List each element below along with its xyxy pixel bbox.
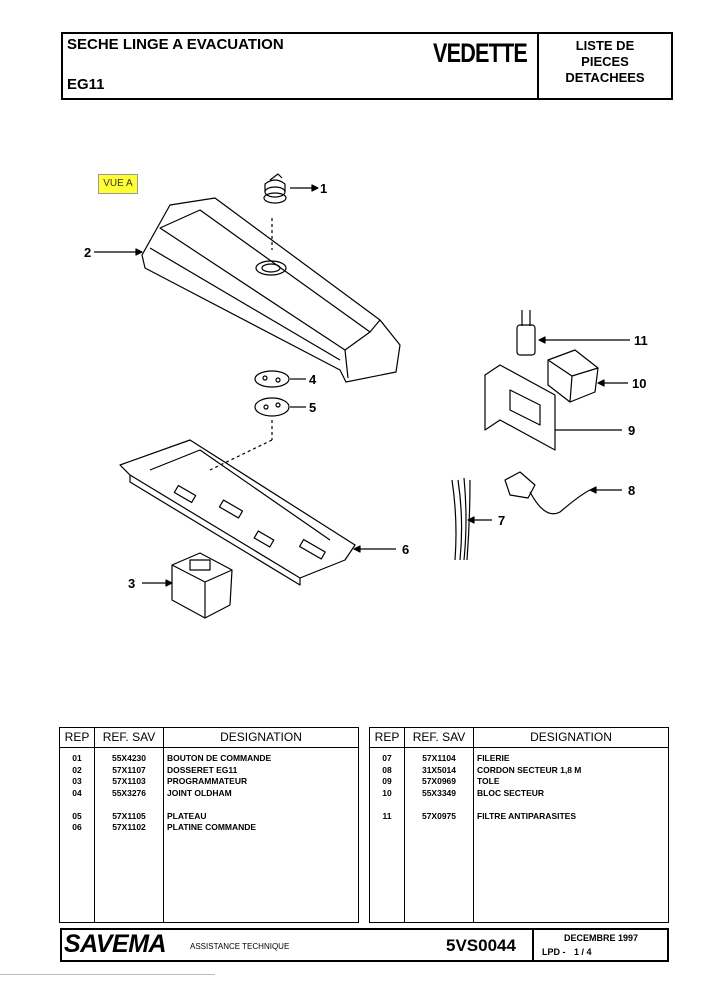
table-cell-ref: 57X1104 <box>422 753 456 763</box>
table-cell-designation: CORDON SECTEUR 1,8 M <box>477 764 582 775</box>
table-cell-rep: 05 <box>72 810 82 821</box>
service-name: ASSISTANCE TECHNIQUE <box>190 942 290 951</box>
table-cell-rep <box>370 799 404 811</box>
callout-2: 2 <box>84 245 92 260</box>
callout-5: 5 <box>309 400 317 415</box>
callout-11: 11 <box>634 333 648 348</box>
table-cell-designation: BOUTON DE COMMANDE <box>167 753 272 763</box>
table-cell-ref: 31X5014 <box>421 764 457 775</box>
table-cell-rep: 06 <box>72 822 82 832</box>
document-header: SECHE LINGE A EVACUATION EG11 VEDETTE LI… <box>61 32 673 100</box>
header-rep: REP <box>374 730 400 744</box>
wire-harness-part <box>451 477 471 561</box>
header-designation: DESIGNATION <box>530 730 612 744</box>
table-cell-designation: JOINT OLDHAM <box>167 787 232 798</box>
table-cell-designation: FILERIE <box>477 753 510 763</box>
table-cell-rep: 07 <box>382 753 392 763</box>
table-cell-designation: PROGRAMMATEUR <box>167 776 248 786</box>
table-cell-designation: BLOC SECTEUR <box>477 787 545 798</box>
table-cell-designation: DOSSERET EG11 <box>167 764 238 775</box>
lpd-label: LPD - <box>542 947 566 957</box>
callout-9: 9 <box>628 423 636 438</box>
table-cell-ref: 57X1107 <box>112 764 146 775</box>
table-cell-ref <box>405 799 473 811</box>
page-indicator: LPD - 1 / 4 <box>542 947 592 957</box>
table-cell-rep: 01 <box>72 753 82 763</box>
table-cell-rep: 09 <box>382 776 392 786</box>
document-type-line: PIECES <box>581 54 629 69</box>
table-cell-ref: 57X1102 <box>112 822 146 832</box>
callout-6: 6 <box>402 542 410 557</box>
callout-1: 1 <box>320 181 328 196</box>
control-board-part <box>119 439 356 586</box>
table-cell-ref: 57X0975 <box>421 810 457 821</box>
callout-10: 10 <box>632 376 647 391</box>
power-cord-part <box>504 471 591 515</box>
filter-part <box>516 310 536 356</box>
backsplash-part <box>141 197 401 383</box>
view-label: VUE A <box>98 174 138 194</box>
model-number: EG11 <box>67 76 105 93</box>
table-cell-ref: 55X3349 <box>421 787 457 798</box>
page-number: 1 / 4 <box>574 947 592 957</box>
table-cell-ref: 57X1105 <box>112 810 146 821</box>
document-reference: 5VS0044 <box>446 936 516 955</box>
table-cell-ref: 57X0969 <box>421 776 457 786</box>
document-date: DECEMBRE 1997 <box>563 933 639 943</box>
table-cell-rep: 11 <box>382 810 392 821</box>
header-designation: DESIGNATION <box>220 730 302 744</box>
document-type: LISTE DE PIECES DETACHEES <box>541 38 669 86</box>
callout-8: 8 <box>628 483 636 498</box>
header-ref: REF. SAV <box>412 730 466 744</box>
table-cell-designation: PLATINE COMMANDE <box>167 822 257 832</box>
company-logo: SAVEMA <box>64 930 167 958</box>
table-cell-rep: 10 <box>382 787 392 798</box>
table-cell-designation <box>477 799 667 811</box>
table-cell-designation: PLATEAU <box>167 810 207 821</box>
oldham-joint-part <box>254 370 290 388</box>
header-ref: REF. SAV <box>102 730 156 744</box>
metal-plate-part <box>484 364 556 451</box>
table-cell-rep <box>60 799 94 811</box>
mains-block-part <box>547 349 599 403</box>
table-cell-ref <box>95 799 163 811</box>
footer-divider <box>532 930 534 960</box>
document-title: SECHE LINGE A EVACUATION <box>67 36 284 53</box>
document-type-line: DETACHEES <box>565 70 645 85</box>
page-rule <box>0 974 215 975</box>
table-cell-rep: 03 <box>72 776 82 786</box>
table-cell-rep: 04 <box>72 787 82 798</box>
table-cell-rep: 02 <box>72 764 82 775</box>
table-cell-ref: 55X3276 <box>111 787 147 798</box>
callout-7: 7 <box>498 513 506 528</box>
programmer-disc-part <box>254 397 290 417</box>
header-rep: REP <box>64 730 90 744</box>
table-cell-ref: 57X1103 <box>112 776 146 786</box>
knob-part <box>263 173 287 204</box>
document-footer: SAVEMA ASSISTANCE TECHNIQUE 5VS0044 DECE… <box>60 928 669 962</box>
timer-part <box>171 552 233 619</box>
table-cell-designation <box>167 799 357 811</box>
table-cell-designation: TOLE <box>477 776 500 786</box>
callout-3: 3 <box>128 576 136 591</box>
callout-4: 4 <box>309 372 317 387</box>
table-cell-designation: FILTRE ANTIPARASITES <box>477 810 577 821</box>
table-cell-ref: 55X4230 <box>111 753 147 763</box>
brand-logo: VEDETTE <box>433 38 528 68</box>
document-type-line: LISTE DE <box>575 38 635 53</box>
table-cell-rep: 08 <box>382 764 392 775</box>
exploded-view-drawing <box>94 173 630 619</box>
header-divider <box>537 34 539 98</box>
